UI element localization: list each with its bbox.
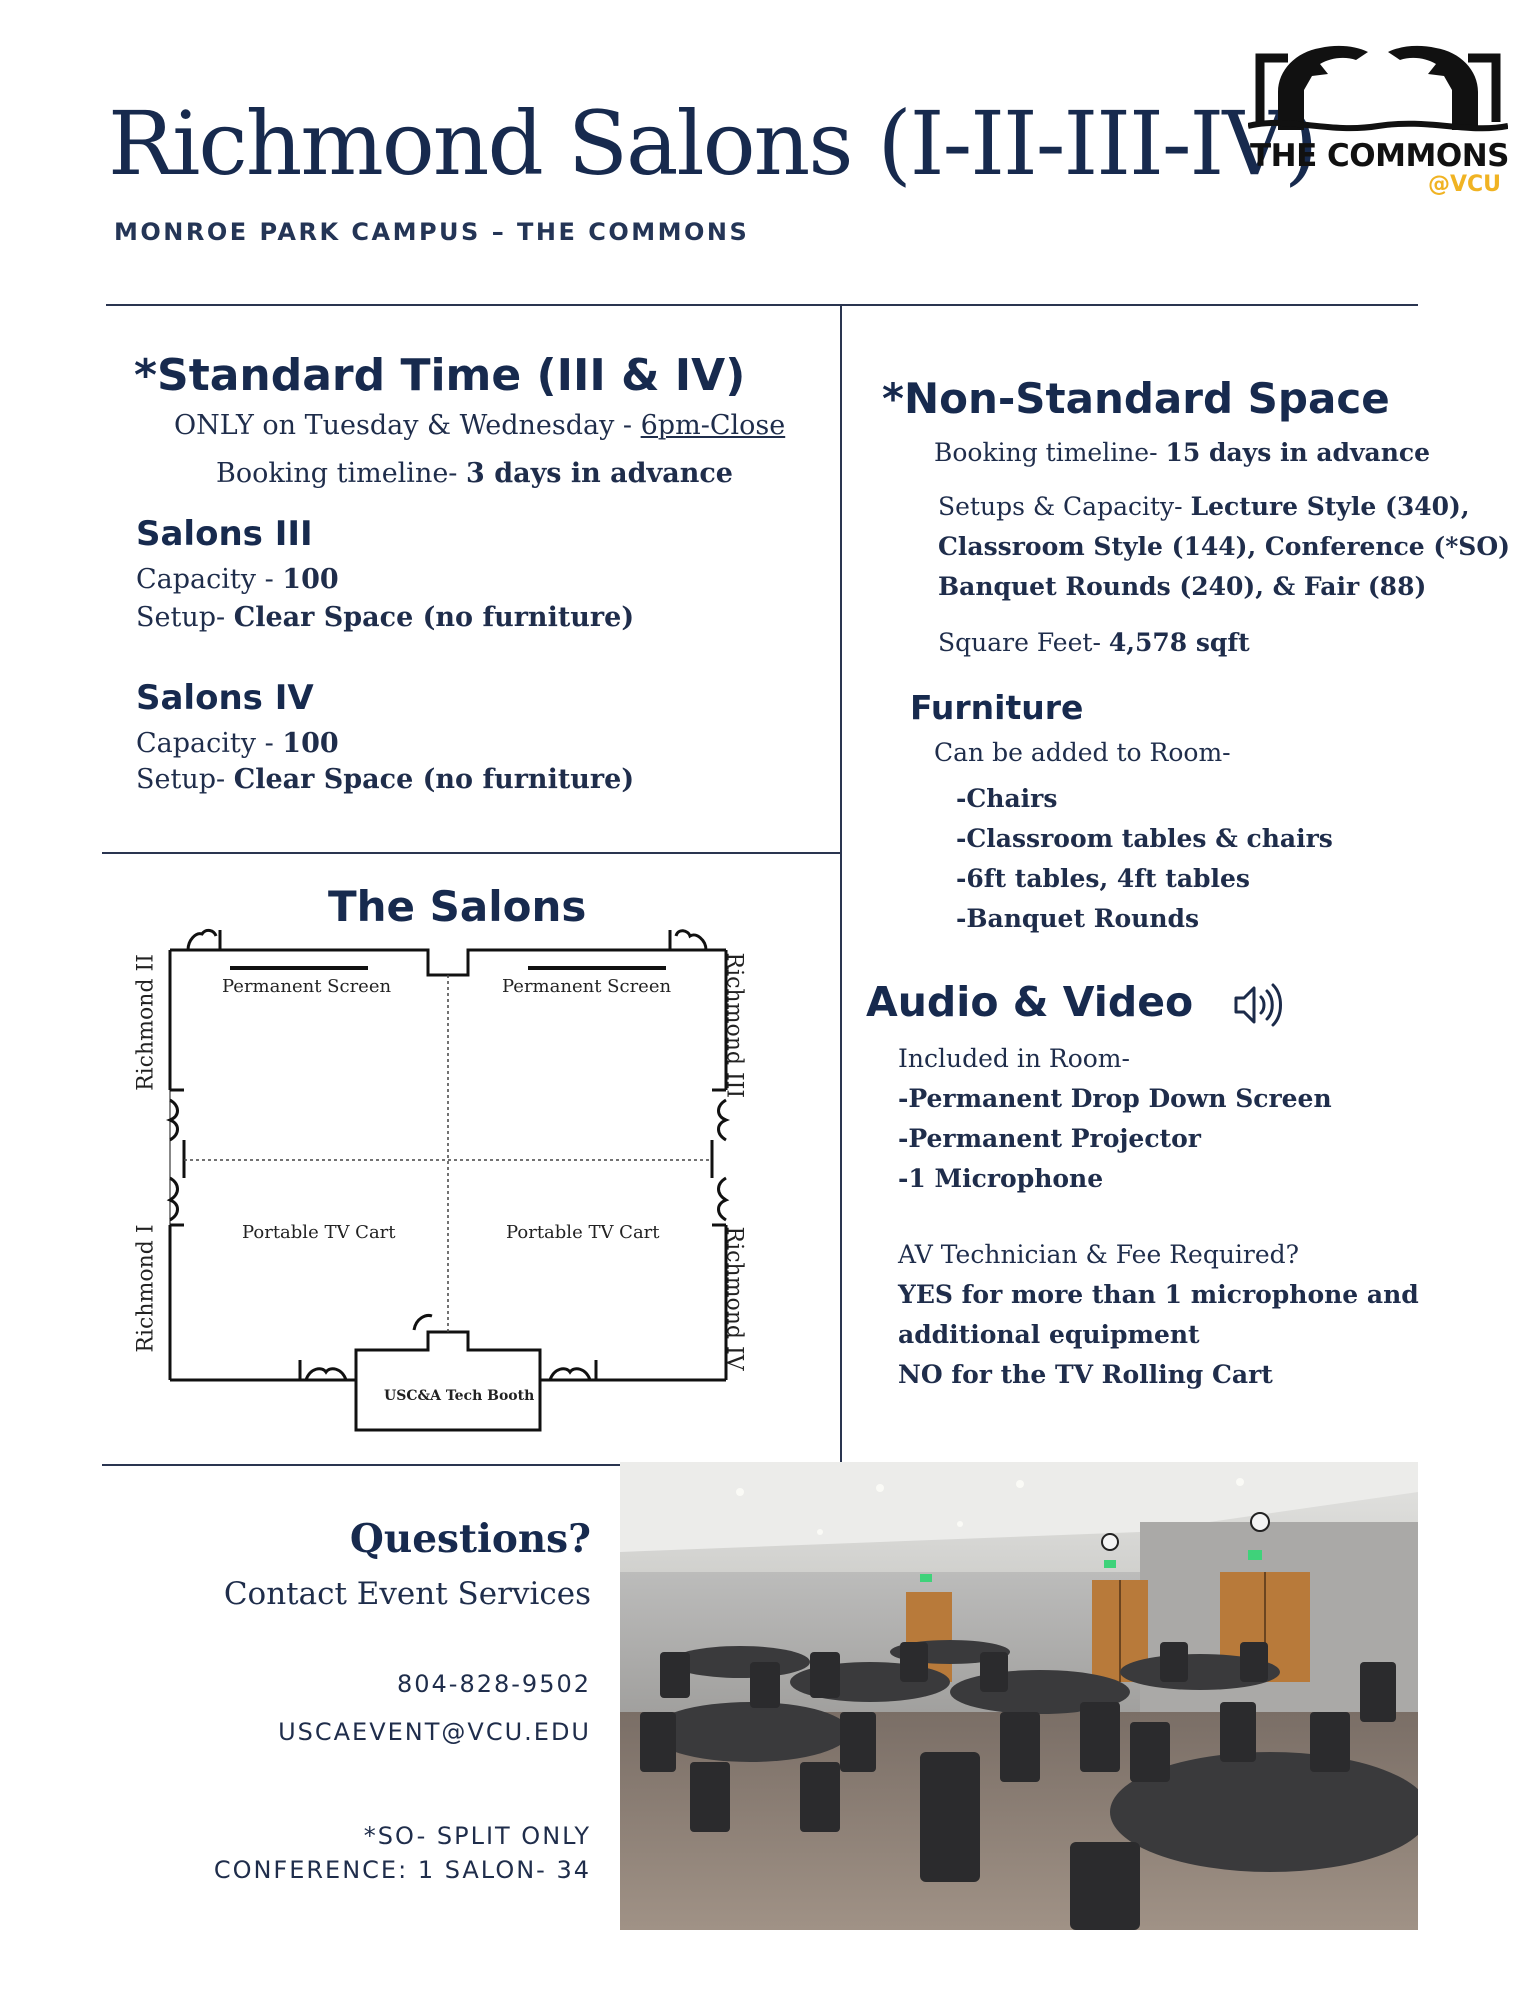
floor-label-screen-right: Permanent Screen <box>502 976 672 997</box>
setups-value-1: Lecture Style (340), <box>1190 492 1470 521</box>
split-only-note: *SO- SPLIT ONLY <box>363 1822 591 1850</box>
salons-4-heading: Salons IV <box>136 678 314 718</box>
floor-label-richmond-3: Richmond III <box>721 952 747 1099</box>
floor-label-tv-right: Portable TV Cart <box>506 1222 660 1243</box>
booking-label: Booking timeline- <box>934 438 1166 467</box>
floor-label-screen-left: Permanent Screen <box>222 976 392 997</box>
salons-map-heading: The Salons <box>328 882 587 931</box>
sqft-value: 4,578 sqft <box>1108 628 1250 657</box>
salons-4-setup: Setup- Clear Space (no furniture) <box>136 764 634 795</box>
furniture-intro: Can be added to Room- <box>934 738 1231 767</box>
floor-label-richmond-1: Richmond I <box>133 1224 159 1353</box>
capacity-label: Capacity - <box>136 728 283 759</box>
square-feet-line: Square Feet- 4,578 sqft <box>938 628 1250 657</box>
center-divider <box>840 304 842 1462</box>
standard-hours-link: 6pm-Close <box>640 410 786 441</box>
bottom-left-divider <box>102 1464 622 1466</box>
speaker-volume-icon <box>1232 980 1284 1030</box>
standard-booking-line: Booking timeline- 3 days in advance <box>216 458 733 489</box>
floor-label-richmond-4: Richmond IV <box>721 1226 747 1371</box>
booking-value: 15 days in advance <box>1165 438 1431 467</box>
setup-value: Clear Space (no furniture) <box>233 764 635 795</box>
room-photo <box>620 1462 1418 1930</box>
av-answer-line: additional equipment <box>898 1320 1200 1349</box>
furniture-item: -Chairs <box>956 784 1058 813</box>
non-standard-heading: *Non-Standard Space <box>882 374 1390 423</box>
floor-label-richmond-2: Richmond II <box>133 954 159 1091</box>
standard-days-text: ONLY on Tuesday & Wednesday - <box>174 410 641 441</box>
top-divider <box>106 304 1418 306</box>
setup-value: Clear Space (no furniture) <box>233 602 635 633</box>
av-question: AV Technician & Fee Required? <box>898 1240 1300 1269</box>
contact-subheading: Contact Event Services <box>223 1576 591 1612</box>
setups-line-2: Classroom Style (144), Conference (*SO) <box>938 532 1510 561</box>
capacity-value: 100 <box>282 728 339 759</box>
setups-line-3: Banquet Rounds (240), & Fair (88) <box>938 572 1427 601</box>
furniture-heading: Furniture <box>910 688 1084 727</box>
questions-heading: Questions? <box>349 1516 591 1562</box>
sqft-label: Square Feet- <box>938 628 1109 657</box>
furniture-item: -Banquet Rounds <box>956 904 1200 933</box>
salons-floor-plan: Permanent Screen Permanent Screen Portab… <box>130 920 770 1440</box>
furniture-item: -6ft tables, 4ft tables <box>956 864 1250 893</box>
setup-label: Setup- <box>136 764 234 795</box>
av-item: -Permanent Drop Down Screen <box>898 1084 1332 1113</box>
logo-text: THE COMMONS <box>1250 138 1509 174</box>
contact-email[interactable]: USCAEVENT@VCU.EDU <box>278 1718 591 1746</box>
logo-vcu-text: @VCU <box>1428 172 1502 197</box>
av-item: -Permanent Projector <box>898 1124 1201 1153</box>
non-standard-booking: Booking timeline- 15 days in advance <box>934 438 1430 467</box>
contact-phone[interactable]: 804-828-9502 <box>396 1670 591 1698</box>
standard-time-heading: *Standard Time (III & IV) <box>134 350 746 401</box>
av-answer-line: NO for the TV Rolling Cart <box>898 1360 1273 1389</box>
audio-video-heading: Audio & Video <box>866 978 1194 1026</box>
salons-4-capacity: Capacity - 100 <box>136 728 339 759</box>
page-subtitle: MONROE PARK CAMPUS – THE COMMONS <box>114 218 750 246</box>
setup-label: Setup- <box>136 602 234 633</box>
setups-line-1: Setups & Capacity- Lecture Style (340), <box>938 492 1470 521</box>
av-item: -1 Microphone <box>898 1164 1104 1193</box>
floor-label-tech-booth: USC&A Tech Booth <box>384 1388 535 1404</box>
floor-label-tv-left: Portable TV Cart <box>242 1222 396 1243</box>
av-intro: Included in Room- <box>898 1044 1130 1073</box>
capacity-label: Capacity - <box>136 564 283 595</box>
standard-days-line: ONLY on Tuesday & Wednesday - 6pm-Close <box>174 410 785 441</box>
salons-3-capacity: Capacity - 100 <box>136 564 339 595</box>
salons-3-heading: Salons III <box>136 514 313 554</box>
left-mid-divider <box>102 852 840 854</box>
page-title: Richmond Salons (I-II-III-IV) <box>108 92 1318 195</box>
av-answer-line: YES for more than 1 microphone and <box>898 1280 1419 1309</box>
standard-booking-value: 3 days in advance <box>466 458 733 489</box>
conference-note: CONFERENCE: 1 SALON- 34 <box>213 1856 591 1884</box>
salons-3-setup: Setup- Clear Space (no furniture) <box>136 602 634 633</box>
standard-booking-label: Booking timeline- <box>216 458 467 489</box>
furniture-item: -Classroom tables & chairs <box>956 824 1333 853</box>
commons-horse-logo-icon <box>1247 30 1509 200</box>
setups-label: Setups & Capacity- <box>938 492 1191 521</box>
capacity-value: 100 <box>282 564 339 595</box>
